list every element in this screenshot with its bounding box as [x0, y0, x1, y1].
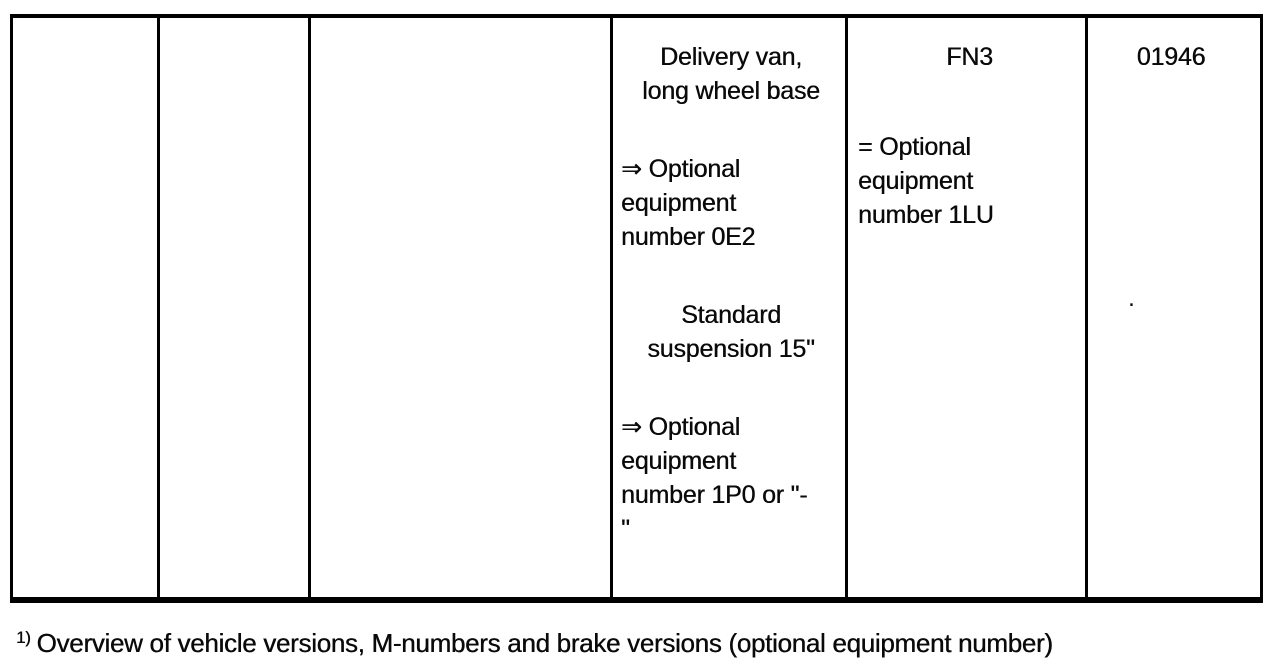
text-line: number 0E2	[621, 223, 756, 251]
text-line: number 1P0 or "-	[621, 481, 808, 509]
text-line: equipment	[858, 167, 973, 195]
standard-suspension: Standard suspension 15"	[621, 298, 841, 366]
text-line: "	[621, 515, 630, 543]
table-cell-empty-2	[160, 18, 311, 597]
footnote-text: Overview of vehicle versions, M-numbers …	[36, 628, 1053, 658]
text-line: Standard	[681, 301, 781, 329]
m-number-value: 01946	[1096, 40, 1246, 74]
text-line: ⇒ Optional	[621, 413, 741, 441]
table-cell-empty-1	[13, 18, 160, 597]
text-line: equipment	[621, 189, 736, 217]
text-line: suspension 15"	[647, 335, 815, 363]
optional-equipment-1p0: ⇒ Optional equipment number 1P0 or "- "	[621, 410, 841, 546]
table-cell-brake-version: FN3 = Optional equipment number 1LU	[848, 18, 1088, 597]
vehicle-versions-table: Delivery van, long wheel base ⇒ Optional…	[10, 14, 1263, 603]
text-line: number 1LU	[858, 201, 994, 229]
optional-equipment-1lu: = Optional equipment number 1LU	[858, 130, 1081, 232]
text-line: equipment	[621, 447, 736, 475]
text-line: Delivery van,	[660, 43, 802, 71]
table-cell-m-number: 01946	[1088, 18, 1260, 597]
footnote-marker: 1)	[16, 628, 31, 647]
brake-version-heading: FN3	[858, 40, 1081, 74]
text-line: long wheel base	[642, 77, 820, 105]
vehicle-version-heading: Delivery van, long wheel base	[621, 40, 841, 108]
scan-speck-artifact: .	[1128, 284, 1135, 312]
table-cell-vehicle-version: Delivery van, long wheel base ⇒ Optional…	[613, 18, 848, 597]
text-line: 01946	[1136, 43, 1206, 71]
footnote: 1) Overview of vehicle versions, M-number…	[16, 626, 1053, 664]
text-line: ⇒ Optional	[621, 155, 741, 183]
text-line: = Optional	[858, 133, 971, 161]
optional-equipment-0e2: ⇒ Optional equipment number 0E2	[621, 152, 841, 254]
table-cell-empty-3	[311, 18, 613, 597]
text-line: FN3	[946, 43, 993, 71]
